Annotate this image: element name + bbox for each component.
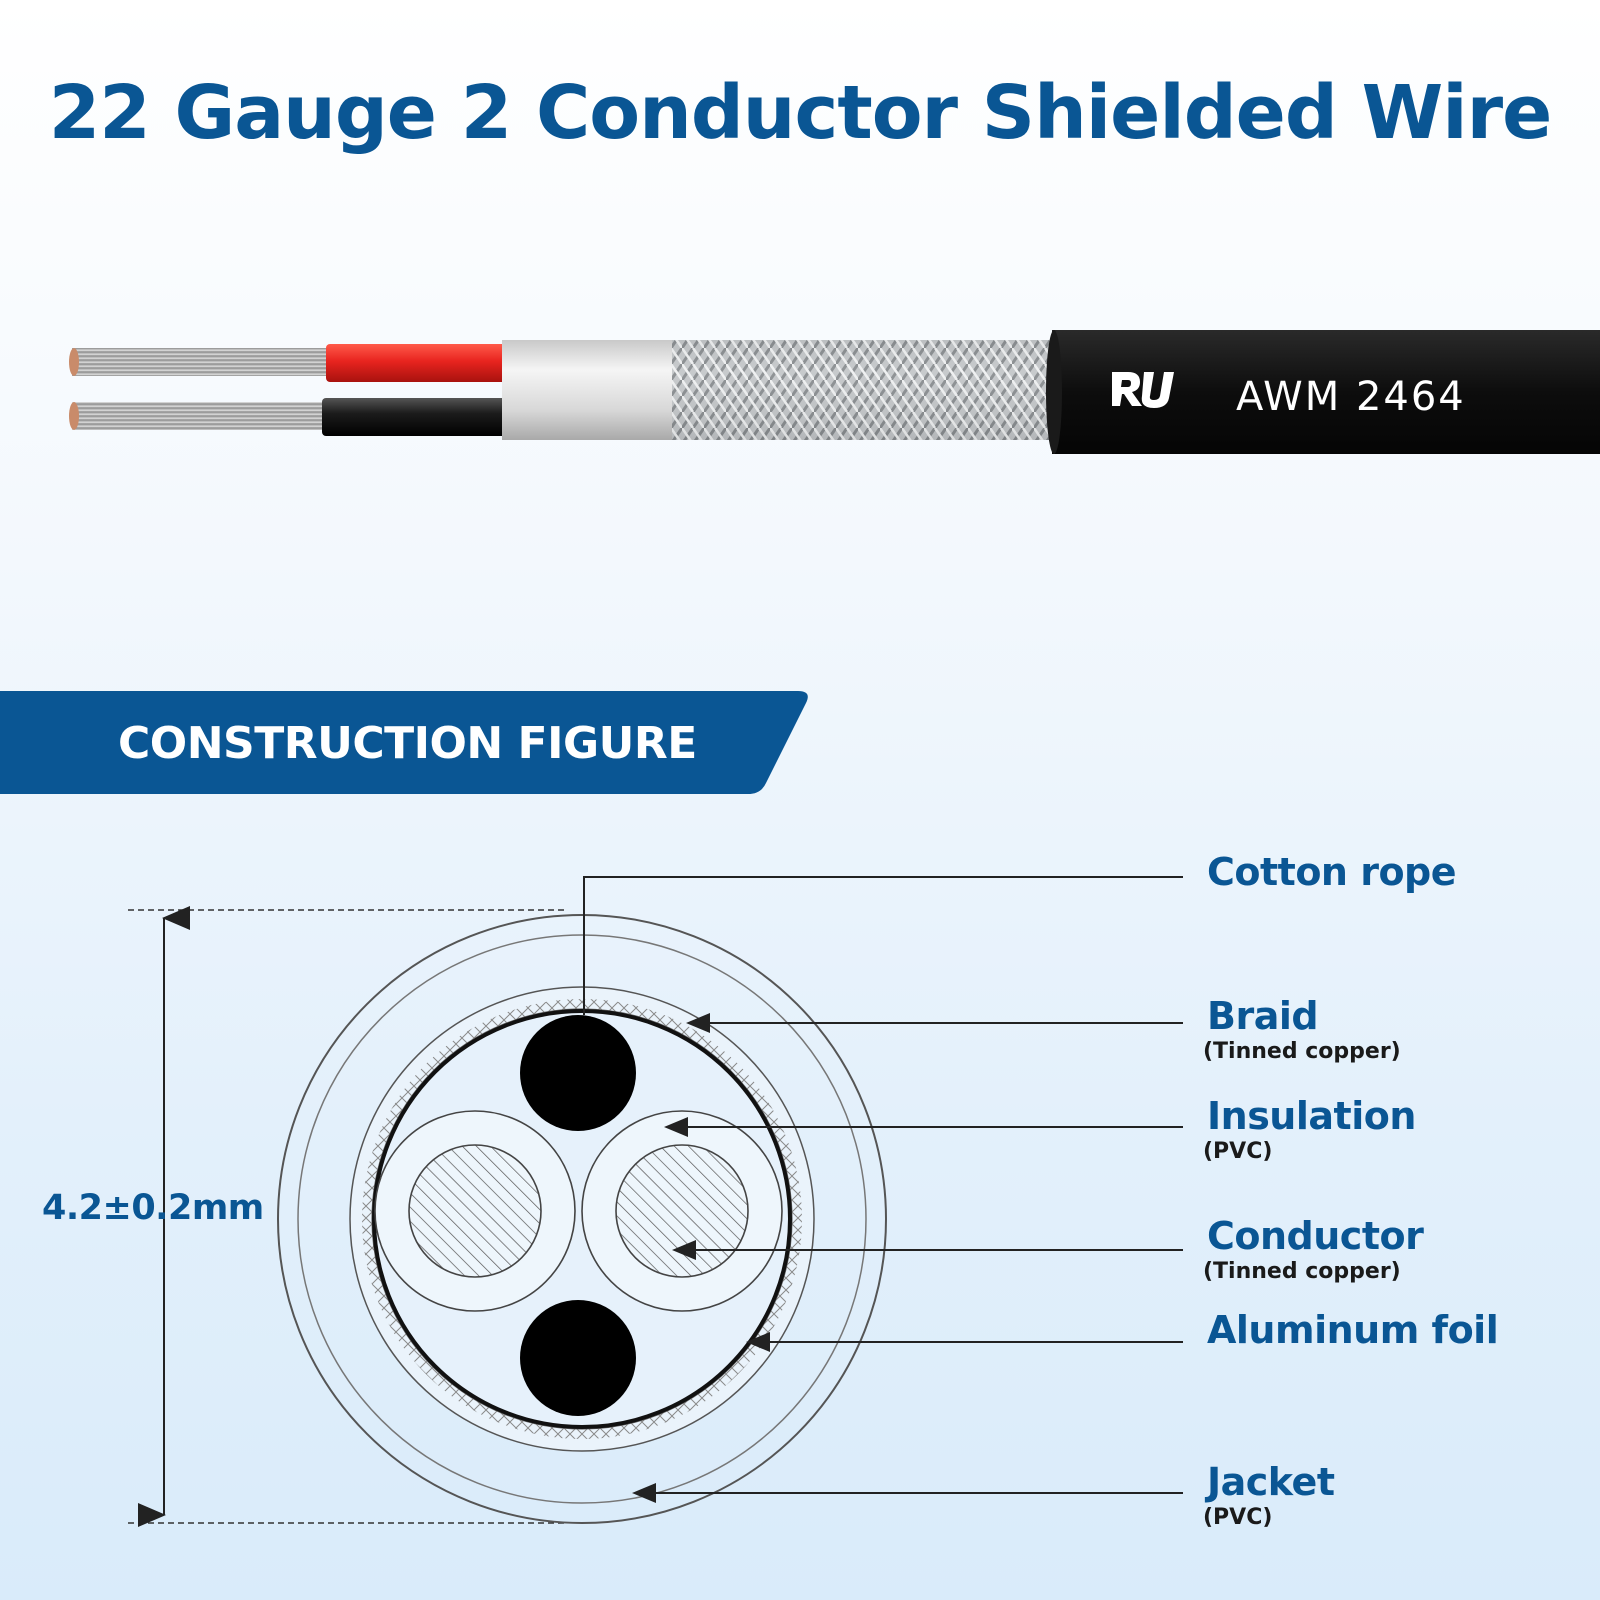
callout-jacket: Jacket (PVC): [1203, 1460, 1335, 1532]
strands-bottom: [72, 402, 332, 430]
cable-illustration: AWM 2464: [69, 330, 1600, 454]
callout-material: (Tinned copper): [1203, 1039, 1401, 1064]
copper-end-top: [69, 348, 79, 376]
copper-end-bottom: [69, 402, 79, 430]
jacket-marking: AWM 2464: [1236, 374, 1466, 420]
callout-material: (PVC): [1203, 1139, 1273, 1164]
callout-name: Insulation: [1207, 1094, 1416, 1138]
callout-material: (Tinned copper): [1203, 1259, 1401, 1284]
callout-conductor: Conductor (Tinned copper): [1203, 1214, 1424, 1286]
callout-name: Braid: [1207, 994, 1319, 1038]
conductor-left: [408, 1144, 542, 1278]
callout-material: (PVC): [1203, 1505, 1273, 1530]
construction-diagram: [128, 876, 1183, 1527]
callout-aluminum-foil: Aluminum foil: [1207, 1308, 1499, 1352]
leader-cotton-rope: [583, 876, 1183, 1015]
callout-insulation: Insulation (PVC): [1203, 1094, 1416, 1166]
section-banner: [0, 691, 808, 794]
ur-logo-icon: [1112, 372, 1174, 408]
aluminum-foil-sleeve: [502, 340, 692, 440]
page-title: 22 Gauge 2 Conductor Shielded Wire: [48, 70, 1553, 156]
diameter-label: 4.2±0.2mm: [42, 1188, 264, 1228]
jacket-circle: [277, 914, 887, 1524]
strands-top: [72, 348, 332, 376]
section-banner-label: CONSTRUCTION FIGURE: [118, 718, 697, 769]
red-wire: [326, 344, 526, 382]
cotton-rope-bottom: [520, 1300, 636, 1416]
callout-braid: Braid (Tinned copper): [1203, 994, 1401, 1066]
conductor-right: [615, 1144, 749, 1278]
black-wire: [322, 398, 522, 436]
callout-cotton-rope: Cotton rope: [1207, 850, 1457, 894]
callout-name: Aluminum foil: [1207, 1308, 1499, 1352]
cotton-rope-top: [520, 1015, 636, 1131]
callout-name: Cotton rope: [1207, 850, 1457, 894]
callout-name: Jacket: [1207, 1460, 1335, 1504]
callout-name: Conductor: [1207, 1214, 1424, 1258]
